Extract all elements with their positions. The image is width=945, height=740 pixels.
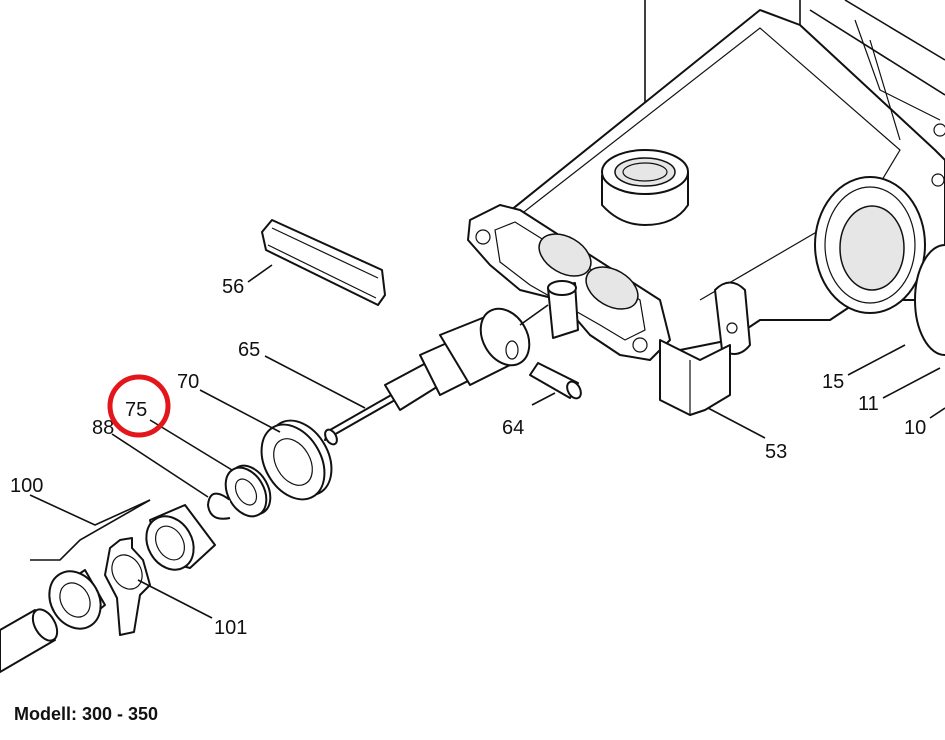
highlight-circle bbox=[107, 374, 171, 438]
label-70: 70 bbox=[177, 371, 199, 393]
part-labels: 56 65 70 75 88 100 101 64 53 15 11 10 bbox=[10, 276, 926, 639]
label-56: 56 bbox=[222, 276, 244, 298]
part-64-pin bbox=[529, 362, 582, 400]
label-15: 15 bbox=[822, 371, 844, 393]
pump-housing bbox=[467, 0, 945, 416]
part-65-plunger-rod bbox=[324, 304, 549, 446]
label-10: 10 bbox=[904, 417, 926, 439]
label-88: 88 bbox=[92, 417, 114, 439]
part-100-sleeves bbox=[48, 504, 216, 630]
label-64: 64 bbox=[502, 417, 524, 439]
label-53: 53 bbox=[765, 441, 787, 463]
label-11: 11 bbox=[858, 393, 879, 415]
drive-shaft bbox=[0, 608, 59, 673]
part-75-seal bbox=[224, 464, 272, 518]
label-75: 75 bbox=[125, 399, 147, 421]
part-101-lever bbox=[104, 537, 151, 636]
part-70-bearing bbox=[260, 419, 333, 501]
part-56-cover bbox=[261, 219, 386, 306]
label-100: 100 bbox=[10, 475, 43, 497]
label-65: 65 bbox=[238, 339, 260, 361]
model-caption: Modell: 300 - 350 bbox=[14, 704, 159, 724]
part-88-circlip bbox=[207, 492, 231, 520]
leader-lines bbox=[29, 264, 945, 619]
label-101: 101 bbox=[214, 617, 247, 639]
